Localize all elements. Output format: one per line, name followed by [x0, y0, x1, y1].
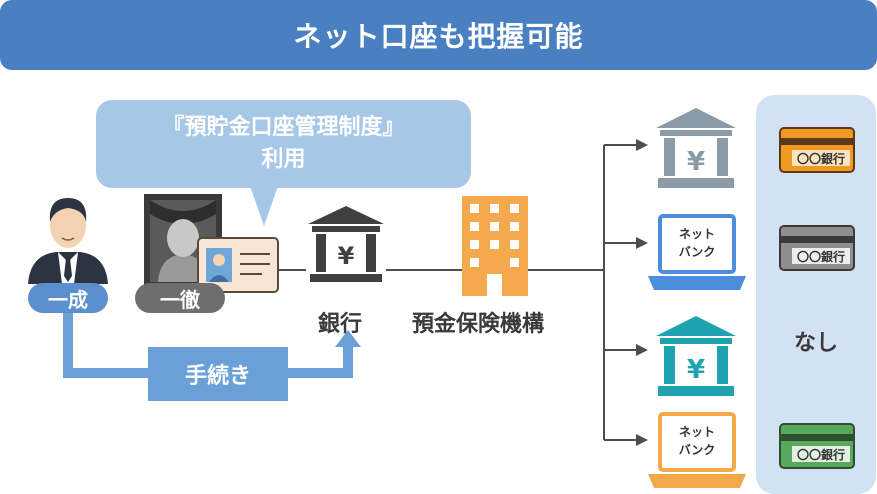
id-card-icon [197, 237, 279, 293]
netbank-orange-line-1: ネット [679, 425, 715, 439]
procedure-box: 手続き [148, 347, 288, 401]
page-title: ネット口座も把握可能 [0, 0, 877, 70]
card-orange-icon [779, 127, 855, 173]
card-gray-icon [779, 225, 855, 271]
branch-arrowheads [636, 139, 648, 446]
bank-gray-icon: ¥ [656, 108, 736, 188]
none-label: なし [793, 331, 838, 356]
netbank-orange-line-2: バンク [679, 443, 716, 457]
bubble-tail [250, 186, 278, 226]
heir-name-badge: 一成 [28, 283, 108, 313]
svg-text:¥: ¥ [687, 355, 705, 385]
connector-lines [278, 144, 636, 441]
svg-text:¥: ¥ [338, 242, 355, 270]
laptop-orange-icon [648, 412, 746, 488]
svg-text:¥: ¥ [687, 147, 705, 177]
card-green-icon [779, 423, 855, 469]
netbank-blue-line-2: バンク [679, 245, 716, 259]
netbank-blue-line-1: ネット [679, 227, 715, 241]
system-usage-bubble: 『預貯金口座管理制度』 利用 [96, 100, 471, 188]
deceased-name-badge: 一徹 [135, 283, 225, 313]
bank-teal-icon: ¥ [656, 316, 736, 396]
dic-label: 預金保険機構 [412, 312, 545, 337]
card-green-label: 〇〇銀行 [797, 447, 845, 462]
card-orange-label: 〇〇銀行 [797, 151, 845, 166]
bank-building-icon: ¥ [308, 206, 384, 282]
bubble-line-1: 『預貯金口座管理制度』 [162, 115, 405, 140]
bubble-line-2: 利用 [261, 147, 306, 172]
bank-label: 銀行 [318, 312, 363, 337]
heir-person-icon [28, 198, 108, 284]
laptop-blue-icon [648, 214, 746, 290]
card-gray-label: 〇〇銀行 [797, 249, 845, 264]
procedure-flow-arrow [63, 312, 361, 378]
office-building-icon [462, 196, 528, 296]
